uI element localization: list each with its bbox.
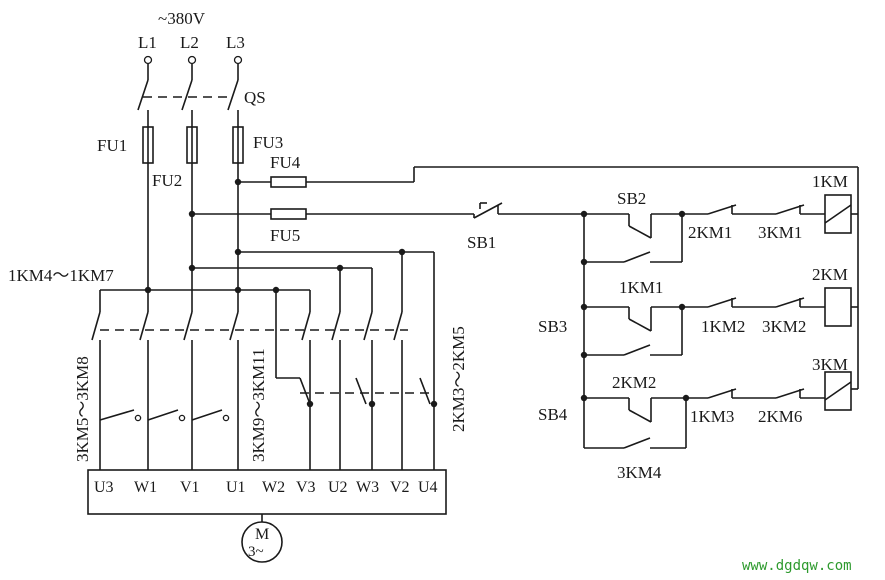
km-group-mid-label: 3KM9～3KM11 <box>249 348 268 462</box>
fu1-label: FU1 <box>97 136 127 155</box>
junction <box>234 248 242 256</box>
sb1-label: SB1 <box>467 233 496 252</box>
fu2-label: FU2 <box>152 171 182 190</box>
coil-2km-label: 2KM <box>812 265 848 284</box>
km-group-right-label: 2KM3～2KM5 <box>449 326 468 432</box>
aux-3km1-label: 3KM1 <box>758 223 802 242</box>
junction <box>306 400 314 408</box>
junction <box>368 400 376 408</box>
rung-1: SB2 1KM1 2KM1 3KM1 1KM <box>584 172 858 297</box>
terminal-u4: U4 <box>418 479 438 496</box>
terminal-l2 <box>187 55 197 65</box>
terminal-v1: V1 <box>180 479 200 496</box>
coil-2km <box>824 287 852 327</box>
km-group-main-label: 1KM4～1KM7 <box>8 266 114 285</box>
terminal-u2: U2 <box>328 479 348 496</box>
sb2-label: SB2 <box>617 189 646 208</box>
terminal-u1: U1 <box>226 479 246 496</box>
motor-symbol <box>241 521 283 563</box>
main-fuses: FU1 FU2 FU3 <box>97 126 283 190</box>
fu4-label: FU4 <box>270 153 301 172</box>
coil-3km-label: 3KM <box>812 355 848 374</box>
aux-1km2-label: 1KM2 <box>701 317 745 336</box>
aux-3km2-label: 3KM2 <box>762 317 806 336</box>
junction <box>234 286 242 294</box>
power-supply: ~380V L1 L2 L3 <box>138 9 245 65</box>
motor-terminal-box: U3 W1 V1 U1 W2 V3 U2 W3 V2 U4 M 3~ <box>87 469 447 563</box>
terminal-l1 <box>143 55 153 65</box>
junction <box>188 264 196 272</box>
coil-3km <box>824 371 852 411</box>
main-contacts-row <box>91 311 403 470</box>
fu3-label: FU3 <box>253 133 283 152</box>
aux-2km1-label: 2KM1 <box>688 223 732 242</box>
qs-isolator: QS <box>137 64 266 127</box>
power-distribution: 1KM4～1KM7 <box>8 248 468 470</box>
junction <box>144 286 152 294</box>
terminal-w2: W2 <box>262 479 285 496</box>
coil-1km-label: 1KM <box>812 172 848 191</box>
aux-2km6-label: 2KM6 <box>758 407 802 426</box>
km-group-left-label: 3KM5～3KM8 <box>73 356 92 462</box>
aux-3km4-label: 3KM4 <box>617 463 662 482</box>
bridge-contacts <box>99 409 230 422</box>
sb4-label: SB4 <box>538 405 568 424</box>
terminal-w3: W3 <box>356 479 379 496</box>
terminal-u3: U3 <box>94 479 114 496</box>
terminal-v2: V2 <box>390 479 410 496</box>
terminal-l3 <box>233 55 243 65</box>
aux-1km1-label: 1KM1 <box>619 278 663 297</box>
phase-l3-label: L3 <box>226 33 245 52</box>
aux-1km3-label: 1KM3 <box>690 407 734 426</box>
control-taps: FU4 FU5 <box>188 153 859 389</box>
aux-2km2-label: 2KM2 <box>612 373 656 392</box>
fuse-fu4 <box>270 176 307 188</box>
watermark: www.dgdqw.com <box>742 558 852 574</box>
terminal-w1: W1 <box>134 479 157 496</box>
supply-voltage-label: ~380V <box>158 9 206 28</box>
fu5-label: FU5 <box>270 226 300 245</box>
terminal-v3: V3 <box>296 479 316 496</box>
sb3-label: SB3 <box>538 317 567 336</box>
star-contacts-row <box>275 290 438 408</box>
qs-label: QS <box>244 88 266 107</box>
fuse-fu5 <box>270 208 307 220</box>
terminal-block <box>87 469 447 515</box>
phase-l1-label: L1 <box>138 33 157 52</box>
junction <box>430 400 438 408</box>
phase-l2-label: L2 <box>180 33 199 52</box>
rung-2: SB3 2KM2 1KM2 3KM2 2KM <box>538 265 858 392</box>
motor-label: M <box>255 526 269 543</box>
rung-3: SB4 3KM4 1KM3 2KM6 3KM <box>538 355 858 482</box>
stop-button-sb1: SB1 <box>467 202 584 252</box>
control-circuit: SB1 SB2 1KM1 2KM1 <box>467 172 858 482</box>
motor-sublabel: 3~ <box>248 544 264 560</box>
